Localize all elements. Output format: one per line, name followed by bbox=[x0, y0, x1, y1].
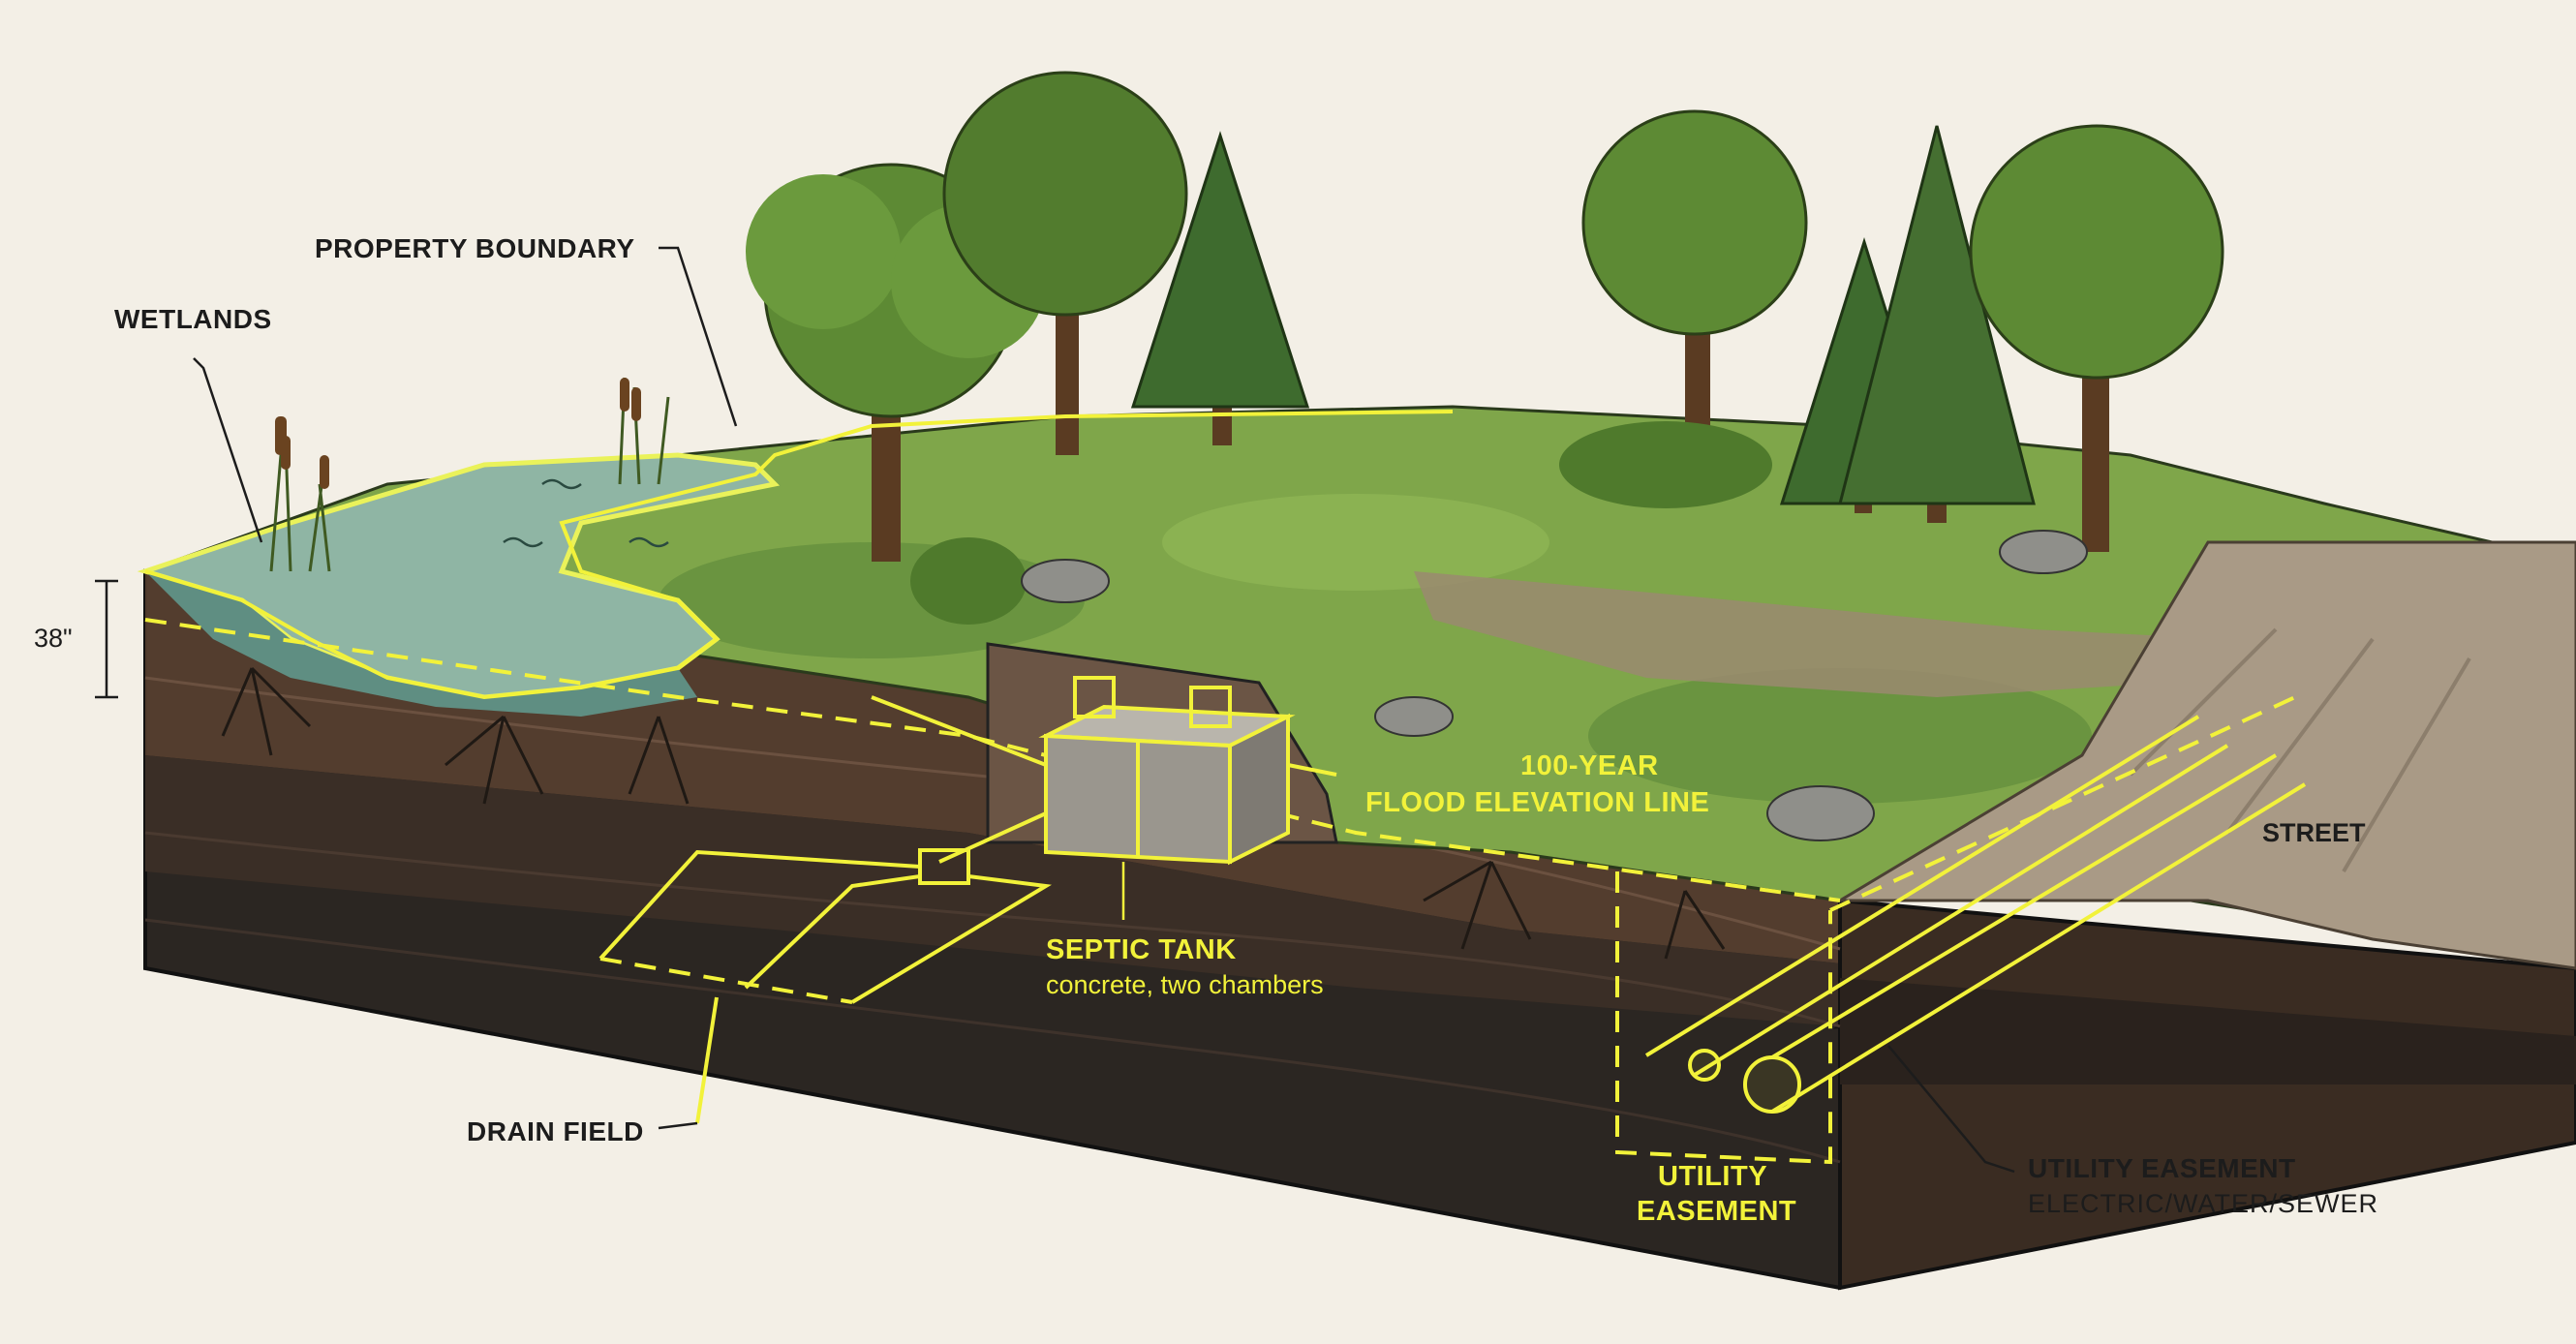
rock bbox=[1999, 530, 2088, 574]
roots bbox=[1664, 890, 1726, 960]
label-utility-box-2: EASEMENT bbox=[1637, 1196, 1796, 1227]
soil-right-stratum bbox=[1840, 978, 2576, 1084]
strata-line bbox=[144, 676, 1841, 951]
label-property-boundary: PROPERTY BOUNDARY bbox=[315, 233, 635, 263]
bush bbox=[910, 537, 1027, 625]
conifer-canopy bbox=[1130, 131, 1310, 409]
street-surface bbox=[1834, 540, 2576, 970]
label-septic-title: SEPTIC TANK bbox=[1046, 934, 1237, 965]
conifer-canopy bbox=[1838, 125, 2036, 505]
roots bbox=[628, 716, 690, 805]
rock bbox=[1374, 696, 1454, 737]
leader-lines bbox=[95, 246, 2015, 1174]
utility-easement-zone bbox=[1615, 695, 2307, 1165]
wetlands-leader bbox=[193, 357, 263, 543]
roots bbox=[445, 715, 544, 805]
tree-canopy bbox=[942, 71, 1188, 317]
drain-field-pipes bbox=[598, 811, 1052, 1124]
label-utility-title: UTILITY EASEMENT bbox=[2028, 1153, 2296, 1183]
soil-right-face bbox=[1838, 898, 2576, 1291]
dirt-path bbox=[1414, 571, 2247, 697]
bush bbox=[1559, 421, 1772, 508]
property-boundary-leader bbox=[659, 246, 738, 427]
label-flood-line-2: FLOOD ELEVATION LINE bbox=[1365, 787, 1709, 818]
annotation-overlays bbox=[144, 410, 2307, 1165]
label-dimension: 38" bbox=[34, 624, 73, 653]
utility-easement-leader bbox=[1887, 1045, 2015, 1174]
tree-canopy bbox=[1969, 124, 2224, 380]
cattails-left bbox=[269, 416, 331, 572]
label-street: STREET bbox=[2262, 818, 2366, 847]
trees bbox=[746, 71, 2224, 841]
cattails-right bbox=[618, 377, 670, 485]
tree-trunk bbox=[2082, 349, 2109, 552]
tree-canopy bbox=[1581, 109, 1808, 336]
grass-patch bbox=[1162, 494, 1549, 591]
label-flood-line-1: 100-YEAR bbox=[1520, 750, 1659, 781]
rock bbox=[1766, 785, 1875, 841]
wetland-water-cross-section bbox=[145, 571, 697, 717]
grass-patch bbox=[1588, 668, 2092, 804]
label-septic-sub: concrete, two chambers bbox=[1046, 970, 1324, 999]
tree-canopy bbox=[746, 174, 901, 329]
roots bbox=[1423, 860, 1532, 950]
rock bbox=[1021, 559, 1110, 603]
labels: PROPERTY BOUNDARY WETLANDS 38" 100-YEAR … bbox=[34, 233, 2378, 1227]
property-boundary-line bbox=[144, 410, 1454, 700]
dimension-bracket bbox=[95, 579, 118, 699]
street-ruts bbox=[2129, 627, 2471, 873]
drain-field-leader bbox=[658, 1121, 698, 1130]
strata-line bbox=[144, 918, 1841, 1164]
label-drain-field: DRAIN FIELD bbox=[467, 1116, 644, 1146]
roots bbox=[221, 666, 312, 756]
strata-line bbox=[144, 831, 1841, 1028]
label-utility-box-1: UTILITY bbox=[1658, 1161, 1767, 1192]
flood-elevation-line bbox=[144, 618, 1841, 902]
label-utility-sub: ELECTRIC/WATER/SEWER bbox=[2028, 1189, 2378, 1218]
label-wetlands: WETLANDS bbox=[114, 304, 272, 334]
septic-tank bbox=[871, 676, 1337, 920]
water-ripples bbox=[503, 478, 669, 548]
